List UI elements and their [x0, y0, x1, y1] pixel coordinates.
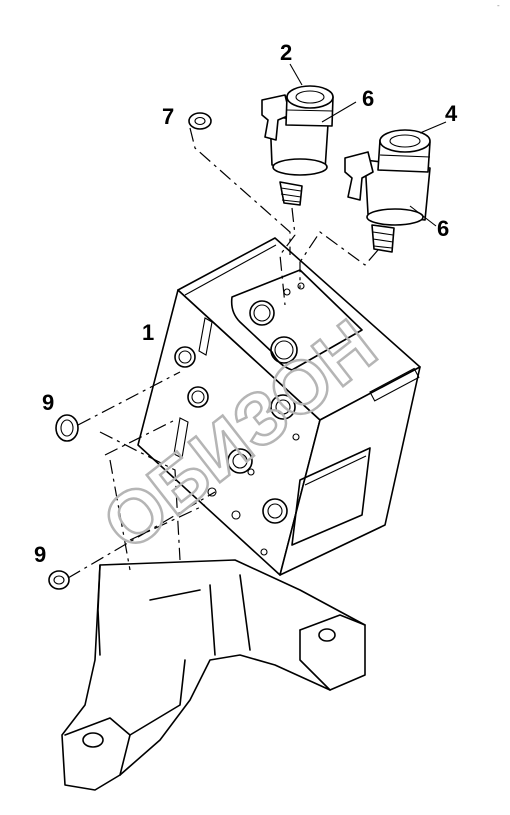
mounting-hole [318, 628, 336, 642]
side-recess [291, 447, 371, 546]
solenoid-valve-2 [261, 85, 334, 206]
callout-6-lower: 6 [437, 216, 449, 241]
mounting-bracket [61, 559, 366, 791]
callout-labels: 2 6 7 4 6 1 9 9 [34, 40, 458, 567]
callout-9-lower: 9 [34, 542, 46, 567]
port-pad [230, 269, 363, 371]
leader-lines [289, 63, 447, 227]
seal-ring-9-lower [48, 570, 70, 590]
mounting-hole [82, 732, 104, 748]
callout-7: 7 [162, 104, 174, 129]
callout-6-upper: 6 [362, 86, 374, 111]
front-port [174, 346, 196, 368]
front-port [187, 386, 209, 408]
name-plate [369, 367, 420, 402]
seal-ring-9-upper [55, 414, 79, 442]
seal-ring-7 [188, 112, 212, 130]
front-port [262, 498, 288, 524]
port-opening [270, 336, 298, 364]
callout-2: 2 [280, 40, 292, 65]
front-port [270, 394, 296, 420]
solenoid-valve-4 [344, 129, 431, 253]
port-opening [249, 300, 275, 326]
front-port [227, 448, 253, 474]
callout-9-upper: 9 [42, 390, 54, 415]
callout-4: 4 [445, 101, 458, 126]
valve-block [137, 237, 421, 576]
callout-1: 1 [142, 320, 154, 345]
connector-plug [344, 151, 374, 201]
corner-mark: - [497, 1, 500, 10]
assembly-lines [67, 127, 379, 579]
